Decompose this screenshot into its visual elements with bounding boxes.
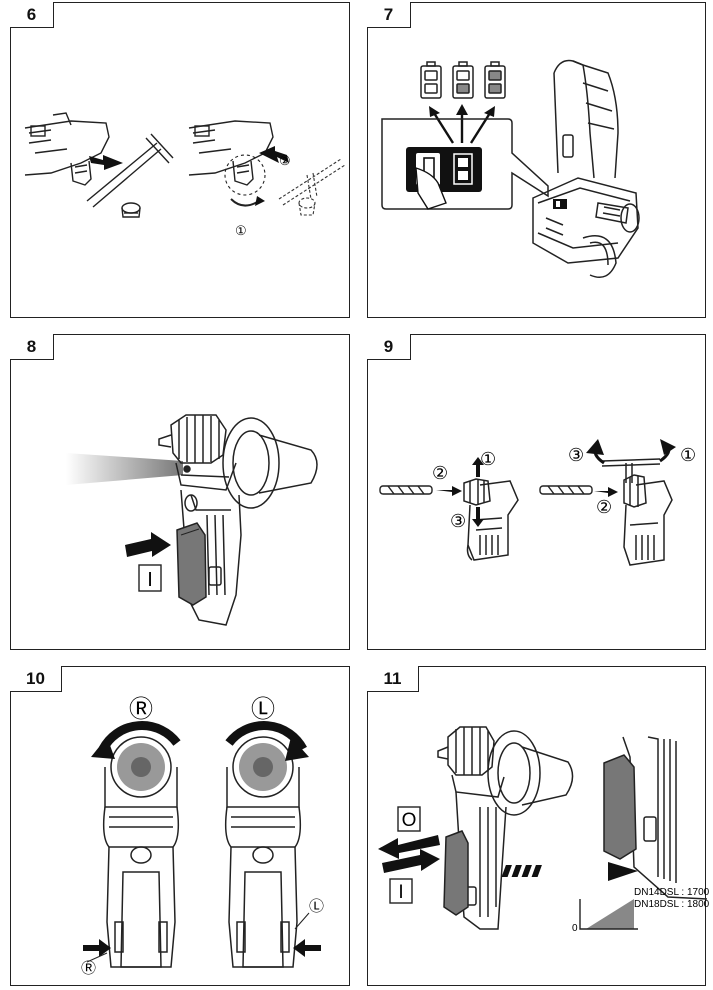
figure-number: 10	[10, 666, 62, 692]
figure-6-panel: 6	[10, 2, 350, 318]
switch-off-label: O	[402, 810, 417, 831]
rotation-direction-illustration: Ⓡ Ⓡ Ⓛ Ⓛ	[81, 696, 324, 977]
insert-arrow-icon	[89, 155, 123, 170]
figure-number: 9	[367, 334, 411, 360]
battery-level-icon	[452, 61, 474, 99]
step-3-label: ③	[450, 511, 466, 531]
reverse-rotation-icon: Ⓛ	[251, 696, 275, 723]
push-arrow-icon	[125, 532, 171, 557]
figure-11-panel: 11 O I	[367, 666, 710, 986]
switch-trigger-illustration: I	[66, 414, 318, 626]
figure-8-panel: 8	[10, 334, 350, 650]
step-3-label: ③	[568, 445, 584, 465]
remove-arrow-icon	[259, 146, 289, 163]
step-2-label: ②	[596, 497, 612, 517]
step-2-label: ②	[279, 153, 291, 168]
trigger-switch	[176, 522, 207, 606]
gradual-press-arrow-icon	[501, 862, 638, 881]
step-1-label: ①	[680, 445, 696, 465]
figure-number: 11	[367, 666, 419, 692]
speed-dn18-label: DN18DSL : 1800	[634, 899, 710, 910]
speed-dn14-label: DN14DSL : 1700	[634, 887, 710, 898]
chuck-key-illustration: ② ①	[24, 112, 346, 238]
figure-number: 6	[10, 2, 54, 28]
variable-speed-illustration: O I 0 DN14DSL : 1700 DN18DSL : 1800	[378, 726, 710, 934]
battery-level-icon	[484, 61, 506, 99]
switch-on-label: I	[147, 569, 153, 591]
speed-ramp	[586, 899, 634, 929]
figure-9-panel: 9 ① ② ③	[367, 334, 706, 650]
step-1-label: ①	[235, 223, 247, 238]
forward-switch-label: Ⓡ	[81, 960, 96, 977]
figure-10-panel: 10 Ⓡ Ⓡ	[10, 666, 350, 986]
release-arrow-icon	[378, 835, 440, 859]
trigger-switch	[603, 754, 637, 860]
trigger-switch	[443, 830, 469, 916]
led-light-beam	[66, 453, 183, 485]
push-arrow-icon	[382, 849, 440, 873]
step-1-label: ①	[480, 449, 496, 469]
figure-number: 8	[10, 334, 54, 360]
bit-installation-illustration: ① ② ③ ③ ① ②	[379, 439, 696, 566]
battery-level-icon	[420, 61, 442, 99]
figure-number: 7	[367, 2, 411, 28]
step-2-label: ②	[432, 463, 448, 483]
speed-zero-label: 0	[572, 923, 578, 934]
switch-on-label: I	[398, 882, 403, 903]
figure-7-panel: 7	[367, 2, 706, 318]
forward-rotation-icon: Ⓡ	[129, 696, 153, 723]
battery-indicator-illustration	[381, 59, 640, 278]
reverse-switch-label: Ⓛ	[309, 898, 324, 915]
